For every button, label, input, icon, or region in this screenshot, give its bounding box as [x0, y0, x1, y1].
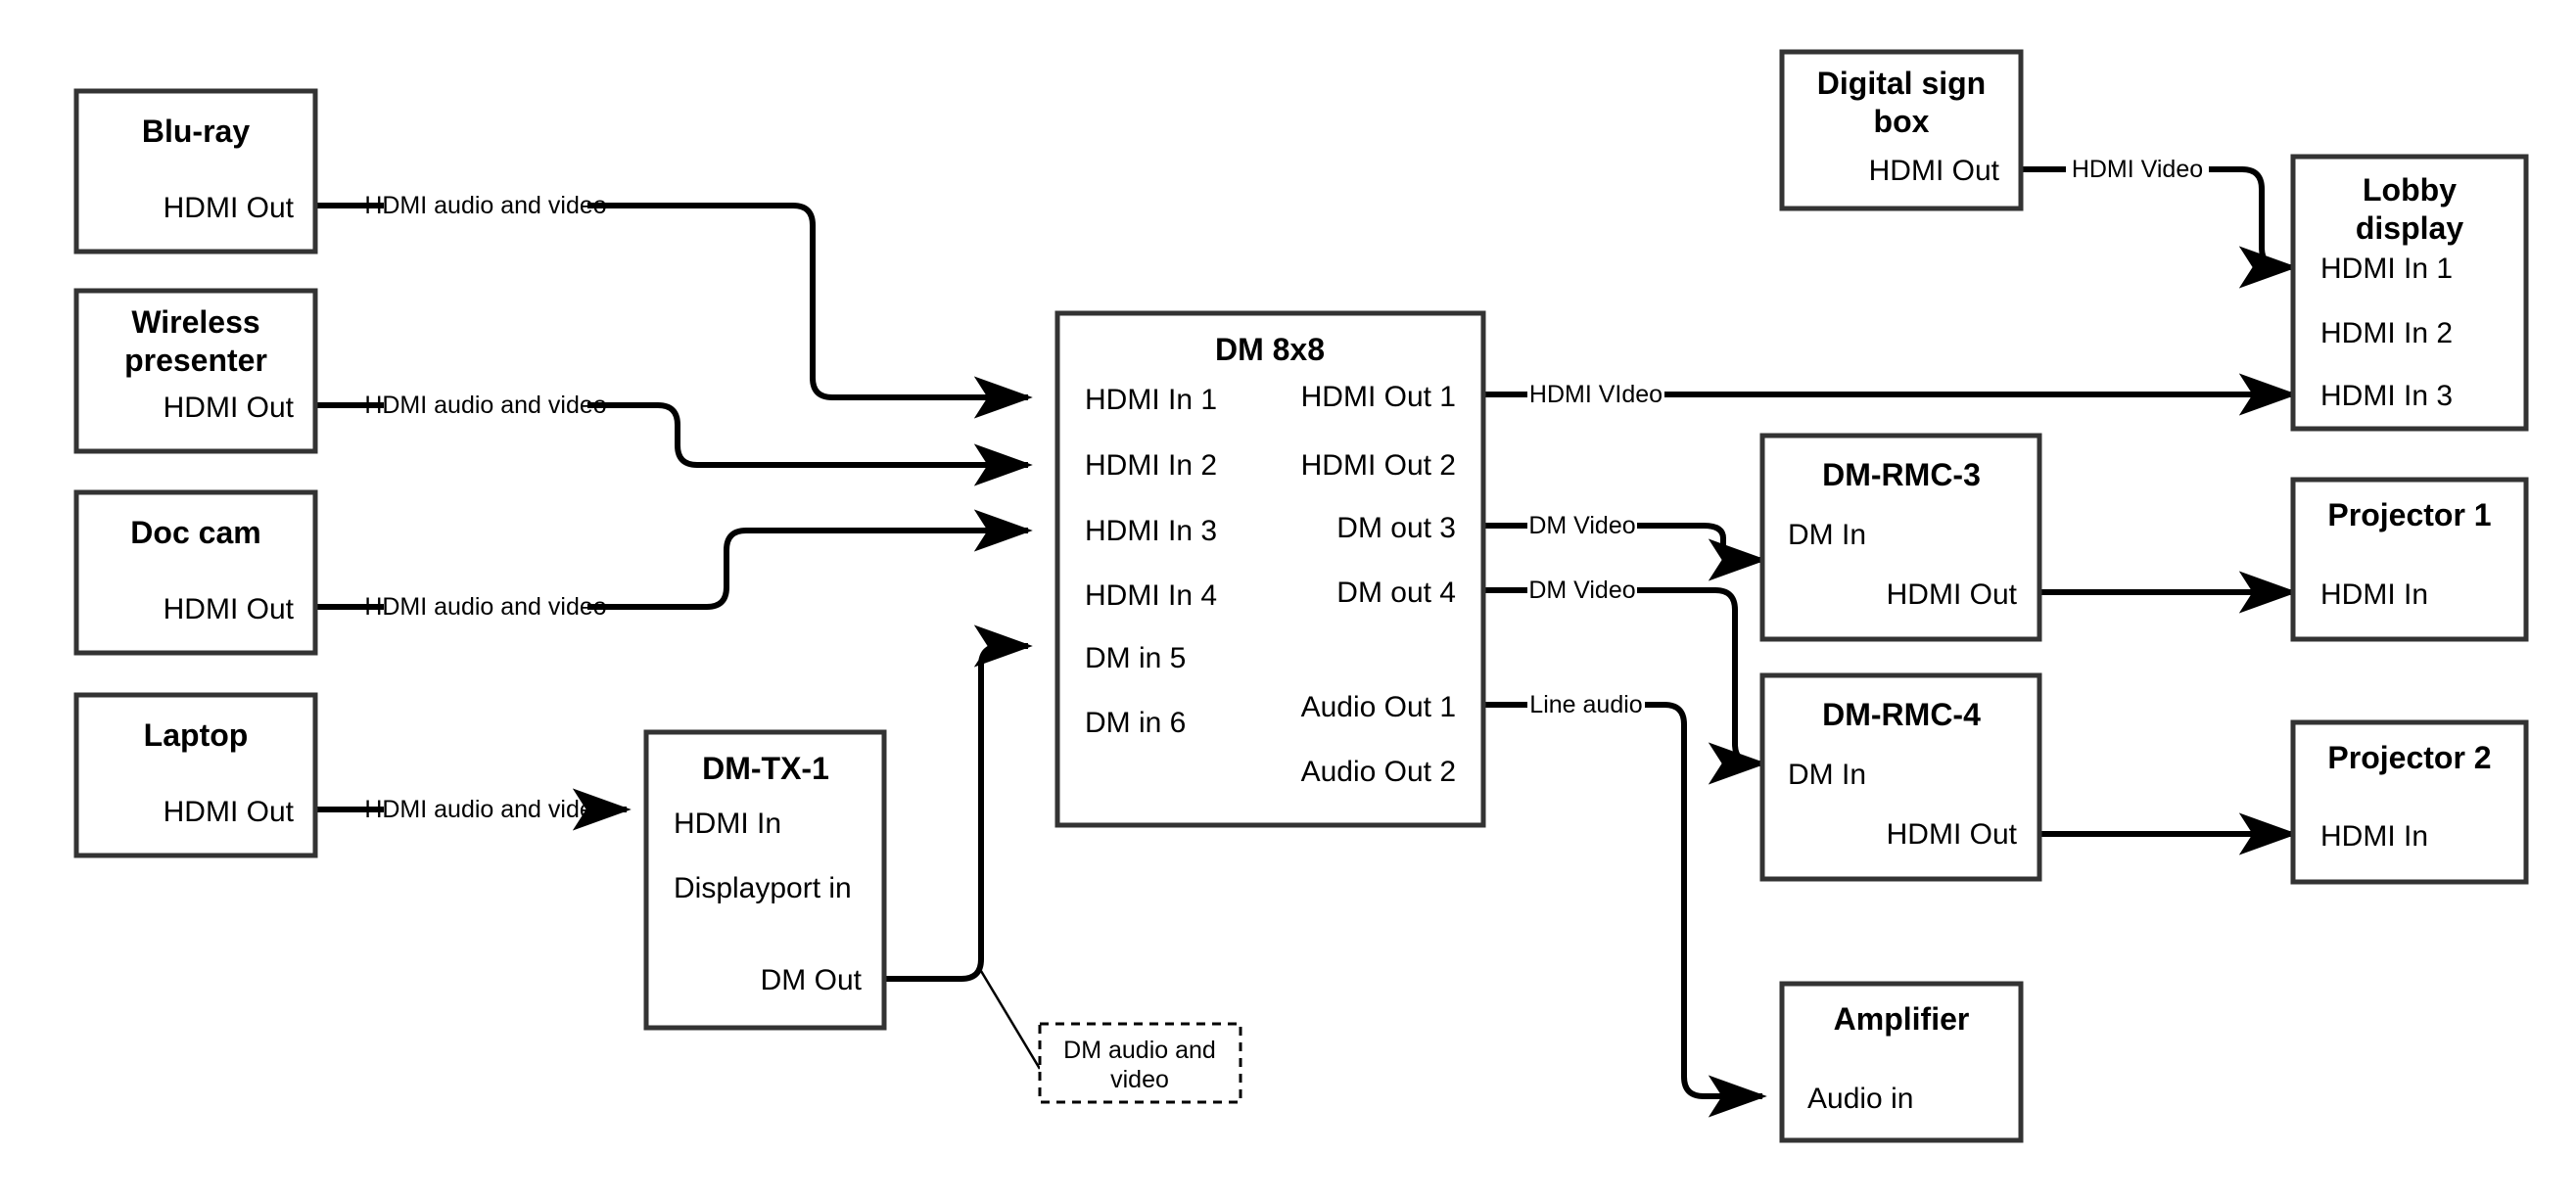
dm-8x8-input-hdmi-in-3: HDMI In 3 — [1085, 515, 1217, 547]
edge-label-dm8x8-out4-to-rmc4: DM Video — [1528, 577, 1635, 604]
device-box-dm-tx-1[interactable]: DM-TX-1 HDMI In Displayport in DM Out — [643, 729, 887, 1031]
projector-1-box-outline — [2290, 477, 2529, 642]
device-box-doc-cam[interactable]: Doc cam HDMI Out — [73, 489, 318, 656]
dm-8x8-output-hdmi-out-2: HDMI Out 2 — [1301, 449, 1456, 482]
edge-label-dm8x8-out1-to-lobby: HDMI VIdeo — [1529, 381, 1663, 408]
projector-1-title: Projector 1 — [2327, 497, 2491, 532]
device-box-amplifier[interactable]: Amplifier Audio in — [1779, 981, 2024, 1143]
dm-8x8-input-dm-in-5: DM in 5 — [1085, 642, 1186, 674]
device-box-projector-1[interactable]: Projector 1 HDMI In — [2290, 477, 2529, 642]
device-box-wireless-presenter[interactable]: Wireless presenter HDMI Out — [73, 288, 318, 454]
dm-tx-1-port-dm-out: DM Out — [761, 964, 863, 996]
wire-doccam-to-dm8x8-hdmi-in-3 — [315, 509, 1033, 610]
callout-leader-line — [979, 970, 1042, 1070]
amplifier-port-audio-in: Audio in — [1807, 1083, 1913, 1115]
dm-rmc-3-port-dm-in: DM In — [1788, 519, 1866, 551]
digital-sign-box-title-line2: box — [1874, 104, 1930, 139]
callout-dm-audio-and-video: DM audio and video — [1038, 1022, 1242, 1104]
lobby-display-title-line1: Lobby — [2363, 172, 2457, 208]
dm-rmc-3-title: DM-RMC-3 — [1822, 457, 1981, 492]
edge-label-laptop-to-dmtx1: HDMI audio and video — [364, 796, 606, 823]
callout-label-line1: DM audio and — [1063, 1037, 1216, 1064]
device-box-laptop[interactable]: Laptop HDMI Out — [73, 692, 318, 858]
projector-2-box-outline — [2290, 719, 2529, 885]
edge-label-group: HDMI audio and video HDMI audio and vide… — [364, 156, 2203, 823]
digital-sign-box-title-line1: Digital sign — [1817, 66, 1986, 101]
callout-label-line2: video — [1110, 1066, 1169, 1093]
bluray-port-hdmi-out: HDMI Out — [164, 192, 295, 224]
dm-tx-1-box-outline — [643, 729, 887, 1031]
dm-rmc-4-title: DM-RMC-4 — [1822, 697, 1981, 732]
dm-8x8-box-outline — [1054, 310, 1486, 828]
edge-label-bluray-to-dm8x8: HDMI audio and video — [364, 192, 606, 219]
lobby-display-box-outline — [2290, 154, 2529, 432]
amplifier-box-outline — [1779, 981, 2024, 1143]
projector-2-title: Projector 2 — [2327, 740, 2491, 775]
bluray-box-outline — [73, 88, 318, 254]
doc-cam-box-outline — [73, 489, 318, 656]
dm-8x8-output-audio-out-2: Audio Out 2 — [1301, 756, 1456, 788]
lobby-display-port-hdmi-in-2: HDMI In 2 — [2320, 317, 2453, 349]
dm-8x8-output-dm-out-3: DM out 3 — [1336, 512, 1456, 544]
dm-rmc-4-port-dm-in: DM In — [1788, 759, 1866, 791]
edge-label-dm8x8-audio1-to-amp: Line audio — [1529, 691, 1642, 718]
dm-rmc-3-port-hdmi-out: HDMI Out — [1887, 578, 2018, 611]
dm-tx-1-port-displayport-in: Displayport in — [674, 872, 852, 904]
dm-rmc-4-box-outline — [1759, 672, 2042, 882]
wireless-presenter-box-outline — [73, 288, 318, 454]
wireless-presenter-port-hdmi-out: HDMI Out — [164, 392, 295, 424]
dm-tx-1-title: DM-TX-1 — [702, 751, 829, 786]
edge-label-doccam-to-dm8x8: HDMI audio and video — [364, 593, 606, 621]
lobby-display-port-hdmi-in-3: HDMI In 3 — [2320, 380, 2453, 412]
dm-rmc-4-port-hdmi-out: HDMI Out — [1887, 818, 2018, 851]
dm-8x8-title: DM 8x8 — [1215, 332, 1325, 367]
wire-dmtx1-to-dm8x8-dm-in-5 — [884, 624, 1033, 982]
device-box-digital-sign-box[interactable]: Digital sign box HDMI Out — [1779, 49, 2024, 211]
dm-8x8-input-dm-in-6: DM in 6 — [1085, 707, 1186, 739]
callout-box-outline — [1038, 1022, 1242, 1104]
device-box-dm-8x8[interactable]: DM 8x8 HDMI In 1 HDMI In 2 HDMI In 3 HDM… — [1054, 310, 1486, 828]
wire-signbox-to-lobby-hdmi-in-1 — [2021, 166, 2298, 289]
device-box-projector-2[interactable]: Projector 2 HDMI In — [2290, 719, 2529, 885]
projector-1-port-hdmi-in: HDMI In — [2320, 578, 2428, 611]
bluray-title: Blu-ray — [142, 114, 250, 149]
device-box-dm-rmc-3[interactable]: DM-RMC-3 DM In HDMI Out — [1759, 433, 2042, 642]
laptop-box-outline — [73, 692, 318, 858]
device-box-dm-rmc-4[interactable]: DM-RMC-4 DM In HDMI Out — [1759, 672, 2042, 882]
amplifier-title: Amplifier — [1834, 1001, 1970, 1037]
dm-tx-1-port-hdmi-in: HDMI In — [674, 808, 781, 840]
wire-wireless-to-dm8x8-hdmi-in-2 — [315, 402, 1033, 486]
laptop-title: Laptop — [144, 717, 249, 753]
edge-label-dm8x8-out3-to-rmc3: DM Video — [1528, 512, 1635, 539]
wire-bluray-to-dm8x8-hdmi-in-1 — [315, 203, 1033, 419]
lobby-display-port-hdmi-in-1: HDMI In 1 — [2320, 253, 2453, 285]
dm-8x8-output-dm-out-4: DM out 4 — [1336, 577, 1456, 609]
laptop-port-hdmi-out: HDMI Out — [164, 796, 295, 828]
doc-cam-title: Doc cam — [130, 515, 260, 550]
edge-label-wireless-to-dm8x8: HDMI audio and video — [364, 392, 606, 419]
device-box-lobby-display[interactable]: Lobby display HDMI In 1 HDMI In 2 HDMI I… — [2290, 154, 2529, 432]
lobby-display-title-line2: display — [2356, 210, 2463, 246]
doc-cam-port-hdmi-out: HDMI Out — [164, 593, 295, 625]
wire-dm8x8-audio-out-1-to-amplifier — [1483, 702, 1767, 1118]
projector-2-port-hdmi-in: HDMI In — [2320, 820, 2428, 853]
dm-8x8-output-hdmi-out-1: HDMI Out 1 — [1301, 381, 1456, 413]
digital-sign-box-outline — [1779, 49, 2024, 211]
edge-label-signbox-to-lobby: HDMI Video — [2072, 156, 2203, 183]
dm-8x8-output-audio-out-1: Audio Out 1 — [1301, 691, 1456, 723]
dm-8x8-input-hdmi-in-1: HDMI In 1 — [1085, 384, 1217, 416]
device-box-bluray[interactable]: Blu-ray HDMI Out — [73, 88, 318, 254]
digital-sign-box-port-hdmi-out: HDMI Out — [1869, 155, 2000, 187]
wireless-presenter-title-line1: Wireless — [131, 304, 259, 340]
dm-rmc-3-box-outline — [1759, 433, 2042, 642]
wire-dm8x8-dm-out-3-to-rmc3 — [1483, 523, 1767, 581]
wireless-presenter-title-line2: presenter — [124, 343, 267, 378]
dm-8x8-input-hdmi-in-2: HDMI In 2 — [1085, 449, 1217, 482]
dm-8x8-input-hdmi-in-4: HDMI In 4 — [1085, 579, 1217, 612]
wire-dm8x8-dm-out-4-to-rmc4 — [1483, 587, 1767, 785]
